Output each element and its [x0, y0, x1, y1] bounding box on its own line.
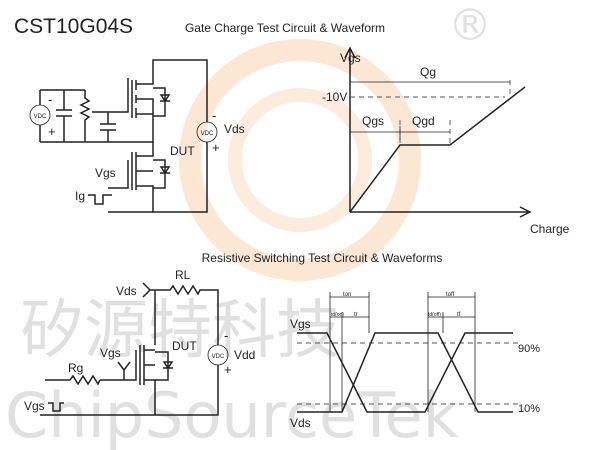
dut-label: DUT: [170, 144, 195, 158]
vgs-pulse-icon: [48, 402, 64, 412]
part-number: CST10G04S: [14, 15, 133, 38]
vgs-label: Vgs: [95, 166, 116, 180]
watermark-chinese: 矽源特科技: [20, 294, 340, 368]
gate-charge-circuit: VDC - + VDC - + Vds DUT Vgs Ig: [29, 59, 245, 213]
vds-source-icon: [196, 121, 218, 143]
tdoff-label: td(off): [428, 312, 441, 318]
resistive-title: Resistive Switching Test Circuit & Wavef…: [202, 251, 443, 265]
rg-label: Rg: [68, 361, 83, 375]
vds-vdc-label: VDC: [201, 131, 214, 137]
vds-label: Vds: [224, 122, 245, 136]
level-label: -10V: [322, 90, 347, 104]
x-axis-label: Charge: [530, 222, 570, 236]
minus-sign: -: [48, 92, 52, 107]
ton-label: ton: [343, 292, 351, 298]
tr-label: tr: [354, 312, 358, 318]
rl-label: RL: [175, 268, 191, 282]
vdc-label: VDC: [34, 114, 47, 120]
vdd-source-icon: [207, 344, 229, 366]
plus-sign: +: [224, 362, 232, 377]
qg-label: Qg: [420, 65, 436, 79]
switching-waveform: Vgs Vds 90% 10% ton td(on) tr toff td(of…: [290, 292, 540, 430]
minus-sign: -: [224, 328, 228, 343]
qgd-label: Qgd: [412, 114, 435, 128]
qgs-label: Qgs: [362, 114, 384, 128]
10-percent-label: 10%: [518, 403, 540, 415]
toff-label: toff: [446, 292, 455, 298]
registered-mark: ®: [448, 0, 492, 51]
vgs-pulse-label: Vgs: [24, 399, 45, 413]
vdd-vdc-label: VDC: [212, 354, 225, 360]
vgs-label: Vgs: [100, 346, 121, 360]
vdd-label: Vdd: [234, 348, 255, 362]
vdc-source-icon: [29, 104, 51, 126]
gate-charge-waveform: Vgs Charge -10V Qg Qgs Qgd: [322, 46, 570, 236]
vds-label: Vds: [116, 284, 137, 298]
tdon-label: td(on): [331, 312, 344, 318]
plus-sign: +: [212, 140, 220, 155]
vds-trace-label: Vds: [290, 416, 311, 430]
ig-pulse-icon: [88, 194, 112, 205]
plus-sign: +: [48, 124, 56, 139]
watermark-logo: [179, 39, 421, 281]
tf-label: tf: [457, 312, 461, 318]
90-percent-label: 90%: [518, 343, 540, 355]
resistive-circuit: VDC - + Vds RL Vgs DUT Vdd Rg Vgs: [24, 268, 255, 416]
minus-sign: -: [212, 108, 216, 123]
ig-label: Ig: [75, 189, 85, 203]
y-axis-label: Vgs: [340, 51, 361, 65]
dut-label: DUT: [172, 339, 197, 353]
vgs-trace-label: Vgs: [290, 317, 311, 331]
gate-charge-title: Gate Charge Test Circuit & Waveform: [185, 21, 385, 35]
